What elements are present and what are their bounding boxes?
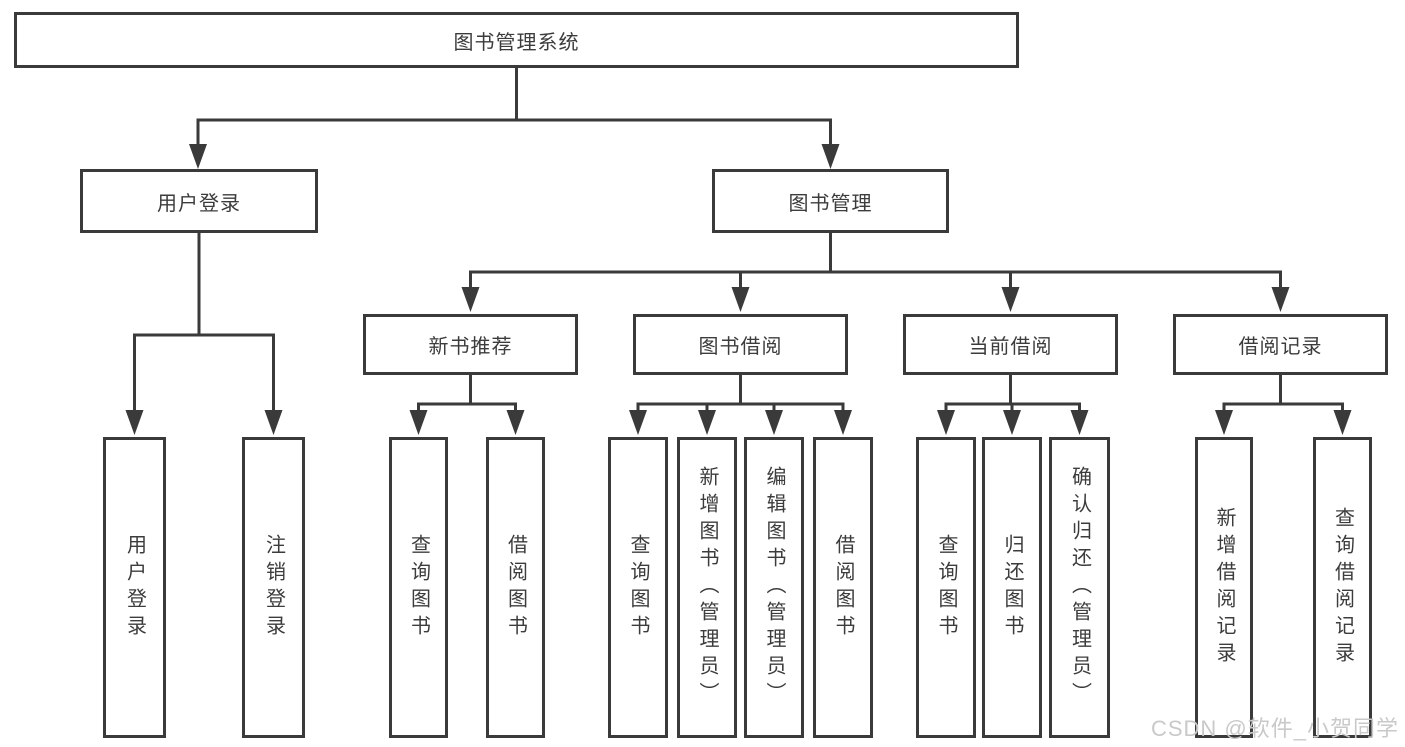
arrow-down-icon [821, 144, 840, 169]
arrow-down-icon [506, 410, 525, 435]
arrow-down-icon [765, 410, 783, 435]
node-label: 新增借阅记录 [1213, 506, 1235, 669]
arrow-down-icon [834, 410, 852, 435]
connector-path [133, 68, 1344, 414]
arrow-down-icon [125, 410, 144, 435]
node-label: 当前借阅 [968, 336, 1053, 358]
node-label: 图书管理系统 [453, 31, 580, 54]
node-label: 查询图书 [935, 533, 957, 642]
node-label: 图书管理 [788, 192, 873, 215]
node-label: 借阅图书 [504, 533, 527, 642]
arrow-down-icon [1215, 410, 1233, 435]
node-edit-books-admin: 编辑图书（管理员） [744, 437, 804, 738]
node-label: 借阅记录 [1238, 336, 1323, 358]
node-label: 查询图书 [627, 533, 649, 642]
node-book-management: 图书管理 [712, 169, 949, 233]
node-logout-action: 注销登录 [242, 437, 305, 738]
arrow-down-icon [409, 410, 428, 435]
node-add-books-admin: 新增图书（管理员） [677, 437, 737, 738]
node-add-borrow-record: 新增借阅记录 [1195, 437, 1253, 738]
arrow-down-icon [1001, 287, 1020, 312]
node-user-login: 用户登录 [80, 169, 318, 233]
node-new-book-recommendation: 新书推荐 [363, 314, 578, 375]
watermark-text: CSDN @软件_小贺同学 [1150, 716, 1399, 741]
node-return-books: 归还图书 [982, 437, 1042, 738]
node-label: 编辑图书（管理员） [763, 466, 785, 709]
node-query-borrow-record: 查询借阅记录 [1313, 437, 1372, 738]
node-query-books: 查询图书 [916, 437, 976, 738]
node-label: 注销登录 [262, 533, 285, 642]
node-library-management-system: 图书管理系统 [14, 12, 1019, 68]
arrow-down-icon [1271, 287, 1290, 312]
arrow-down-icon [264, 410, 283, 435]
arrow-down-icon [1003, 410, 1021, 435]
node-label: 借阅图书 [832, 533, 854, 642]
arrow-down-icon [461, 287, 480, 312]
arrow-down-icon [629, 410, 647, 435]
arrow-down-icon [1333, 410, 1352, 435]
node-label: 查询图书 [407, 533, 430, 642]
node-book-borrowing: 图书借阅 [633, 314, 848, 375]
node-label: 用户登录 [123, 533, 146, 642]
node-user-login-action: 用户登录 [103, 437, 166, 738]
node-label: 确认归还（管理员） [1068, 466, 1091, 709]
arrow-down-icon [1070, 410, 1089, 435]
arrow-down-icon [937, 410, 955, 435]
node-label: 查询借阅记录 [1331, 506, 1354, 669]
arrow-down-icon [189, 144, 207, 169]
node-label: 图书借阅 [698, 336, 783, 358]
node-borrow-books: 借阅图书 [813, 437, 873, 738]
node-confirm-return-admin: 确认归还（管理员） [1049, 437, 1110, 738]
node-query-books: 查询图书 [389, 437, 448, 738]
arrow-down-icon [731, 287, 750, 312]
node-label: 归还图书 [1001, 533, 1023, 642]
node-query-books: 查询图书 [608, 437, 668, 738]
node-current-borrowing: 当前借阅 [903, 314, 1118, 375]
node-label: 新书推荐 [428, 336, 513, 358]
node-borrow-books: 借阅图书 [486, 437, 545, 738]
arrow-down-icon [698, 410, 716, 435]
node-label: 新增图书（管理员） [696, 466, 718, 709]
node-borrowing-records: 借阅记录 [1173, 314, 1388, 375]
node-label: 用户登录 [157, 192, 241, 215]
